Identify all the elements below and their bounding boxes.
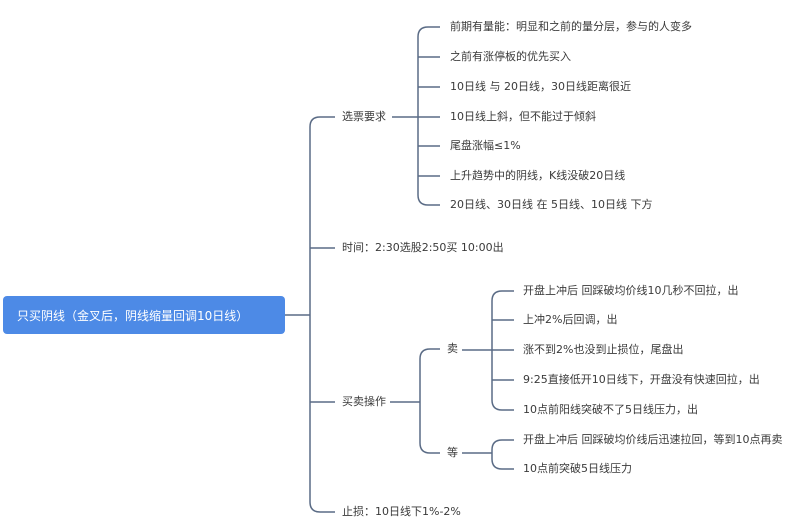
sell-item[interactable]: 9:25直接低开10日线下，开盘没有快速回拉，出: [523, 373, 760, 386]
sell-item[interactable]: 10点前阳线突破不了5日线压力，出: [523, 403, 698, 416]
trading-wait[interactable]: 等: [447, 446, 458, 459]
selection-item[interactable]: 前期有量能：明显和之前的量分层，参与的人变多: [450, 20, 692, 33]
selection-item[interactable]: 尾盘涨幅≤1%: [450, 139, 521, 152]
sell-item[interactable]: 开盘上冲后 回踩破均价线10几秒不回拉，出: [523, 284, 739, 297]
wait-item[interactable]: 开盘上冲后 回踩破均价线后迅速拉回，等到10点再卖: [523, 433, 783, 446]
sell-item[interactable]: 上冲2%后回调，出: [523, 313, 618, 326]
branch-time[interactable]: 时间：2:30选股2:50买 10:00出: [342, 241, 504, 254]
branch-stoploss[interactable]: 止损：10日线下1%-2%: [342, 505, 461, 518]
selection-item[interactable]: 之前有涨停板的优先买入: [450, 50, 571, 63]
trading-sell[interactable]: 卖: [447, 342, 458, 355]
sell-item[interactable]: 涨不到2%也没到止损位，尾盘出: [523, 343, 684, 356]
branch-selection[interactable]: 选票要求: [342, 110, 386, 123]
branch-trading[interactable]: 买卖操作: [342, 395, 386, 408]
root-node[interactable]: 只买阴线（金叉后，阴线缩量回调10日线）: [3, 296, 285, 334]
wait-item[interactable]: 10点前突破5日线压力: [523, 462, 632, 475]
selection-item[interactable]: 上升趋势中的阴线，K线没破20日线: [450, 169, 626, 182]
root-label: 只买阴线（金叉后，阴线缩量回调10日线）: [17, 308, 249, 323]
selection-item[interactable]: 10日线上斜，但不能过于倾斜: [450, 110, 596, 123]
selection-item[interactable]: 20日线、30日线 在 5日线、10日线 下方: [450, 198, 653, 211]
selection-item[interactable]: 10日线 与 20日线，30日线距离很近: [450, 80, 631, 93]
